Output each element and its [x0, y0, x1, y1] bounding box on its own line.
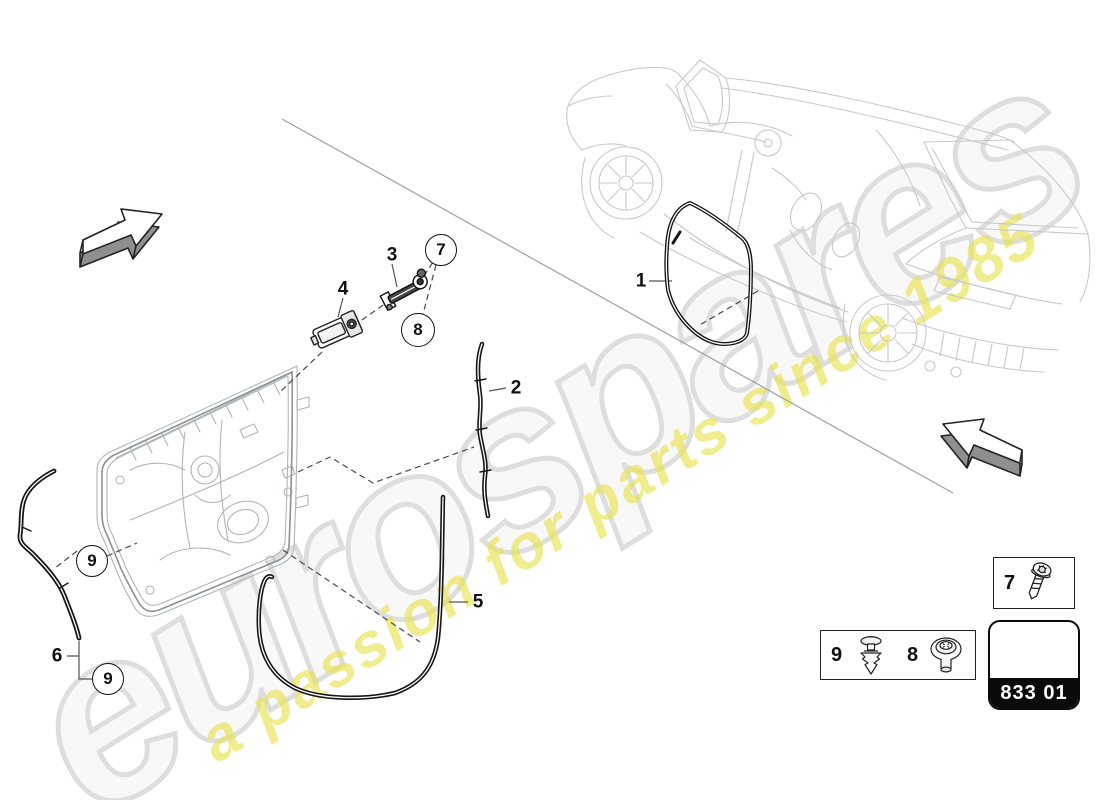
- fastener-callout-8[interactable]: 8: [401, 313, 435, 347]
- screw-icon: [1028, 562, 1052, 600]
- fastener-callout-9-upper[interactable]: 9: [76, 545, 108, 577]
- part-label-3[interactable]: 3: [386, 244, 398, 266]
- fastener-callout-7[interactable]: 7: [425, 234, 457, 266]
- seal-part-5: [256, 494, 446, 700]
- seal-part-6: [17, 468, 82, 641]
- reference-dashed-lines: [54, 261, 759, 643]
- door-panel-drawing: [96, 365, 310, 617]
- nav-arrow-previous-icon[interactable]: [79, 208, 163, 268]
- legend-ref-8: 8: [907, 643, 919, 666]
- fastener-callout-9-lower[interactable]: 9: [92, 663, 124, 695]
- seal-part-1: [664, 200, 754, 346]
- vehicle-drawing: [566, 59, 1091, 381]
- legend-box-clip[interactable]: 9: [820, 630, 900, 680]
- part-label-5[interactable]: 5: [472, 591, 484, 613]
- legend-ref-9: 9: [831, 643, 843, 666]
- nav-arrow-next-icon[interactable]: [940, 418, 1023, 477]
- leader-lines: [67, 263, 672, 680]
- divider-line: [281, 118, 954, 494]
- legend-box-screw[interactable]: 7: [993, 557, 1075, 609]
- part-label-4[interactable]: 4: [337, 278, 349, 300]
- door-check-housing-part-4: [310, 310, 364, 349]
- diagram-code: 833 01: [1000, 681, 1068, 704]
- legend-ref-7: 7: [1004, 571, 1016, 594]
- legend-box-grommet[interactable]: 8: [897, 630, 976, 680]
- trim-clip-icon: [860, 636, 882, 675]
- door-check-strap-part-3: [379, 268, 428, 311]
- part-label-1[interactable]: 1: [635, 270, 647, 292]
- seal-part-2: [474, 341, 492, 519]
- diagram-code-band: 833 01: [990, 678, 1078, 708]
- part-label-6[interactable]: 6: [51, 645, 63, 667]
- diagram-code-box: 833 01: [988, 620, 1080, 710]
- part-label-2[interactable]: 2: [510, 377, 522, 399]
- grommet-icon: [930, 637, 962, 673]
